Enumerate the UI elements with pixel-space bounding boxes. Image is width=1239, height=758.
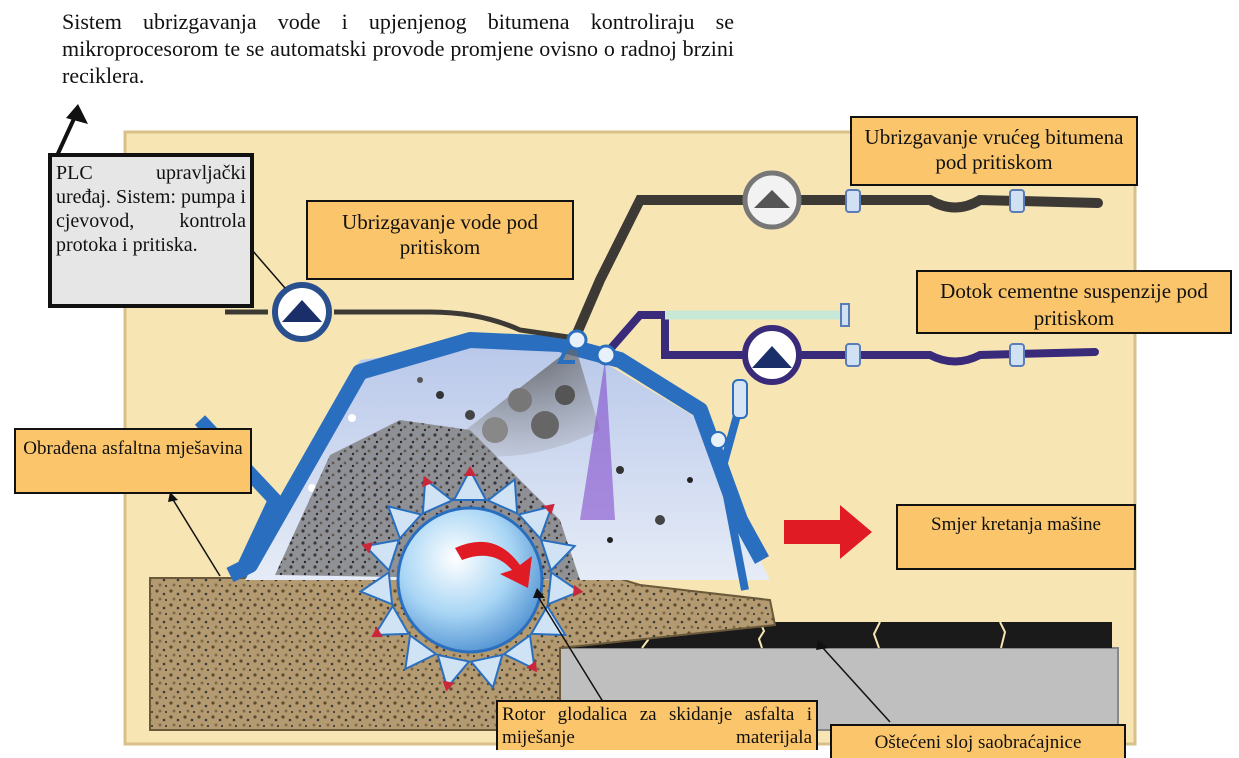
label-direction: Smjer kretanja mašine	[896, 504, 1136, 570]
pipe-coupling	[846, 190, 860, 212]
pipe-coupling	[1010, 190, 1024, 212]
bitumen-nozzle	[568, 331, 586, 349]
bitumen-pump-gauge	[745, 173, 799, 227]
cement-valve	[841, 304, 849, 326]
stone	[436, 391, 444, 399]
foam-drop	[482, 417, 508, 443]
label-treated-mix: Obrađena asfaltna mješavina	[14, 428, 252, 494]
label-hot-bitumen: Ubrizgavanje vrućeg bitumena pod pritisk…	[850, 116, 1138, 186]
right-nozzle-bulb	[710, 432, 726, 448]
label-damaged-layer: Oštećeni sloj saobraćajnice	[830, 724, 1126, 758]
stone	[655, 515, 665, 525]
label-water: Ubrizgavanje vode pod pritiskom	[306, 200, 574, 280]
right-nozzle	[733, 380, 747, 418]
label-cement: Dotok cementne suspenzije pod pritiskom	[916, 270, 1232, 334]
plc-box: PLC upravljački uređaj. Sistem: pumpa i …	[48, 153, 254, 308]
intro-leader-head	[66, 104, 88, 124]
pipe-coupling	[846, 344, 860, 366]
stone	[465, 410, 475, 420]
label-rotor: Rotor glodalica za skidanje asfalta i mi…	[496, 700, 818, 750]
stone	[616, 466, 624, 474]
cement-nozzle	[597, 346, 615, 364]
stone	[417, 377, 423, 383]
hood-bolt	[348, 414, 356, 422]
pipe-coupling	[1010, 344, 1024, 366]
water-pump-gauge	[275, 285, 329, 339]
foam-drop	[508, 388, 532, 412]
foam-drop	[555, 385, 575, 405]
stone	[687, 477, 693, 483]
foam-drop	[531, 411, 559, 439]
stone	[607, 537, 613, 543]
cement-pump-gauge	[745, 328, 799, 382]
